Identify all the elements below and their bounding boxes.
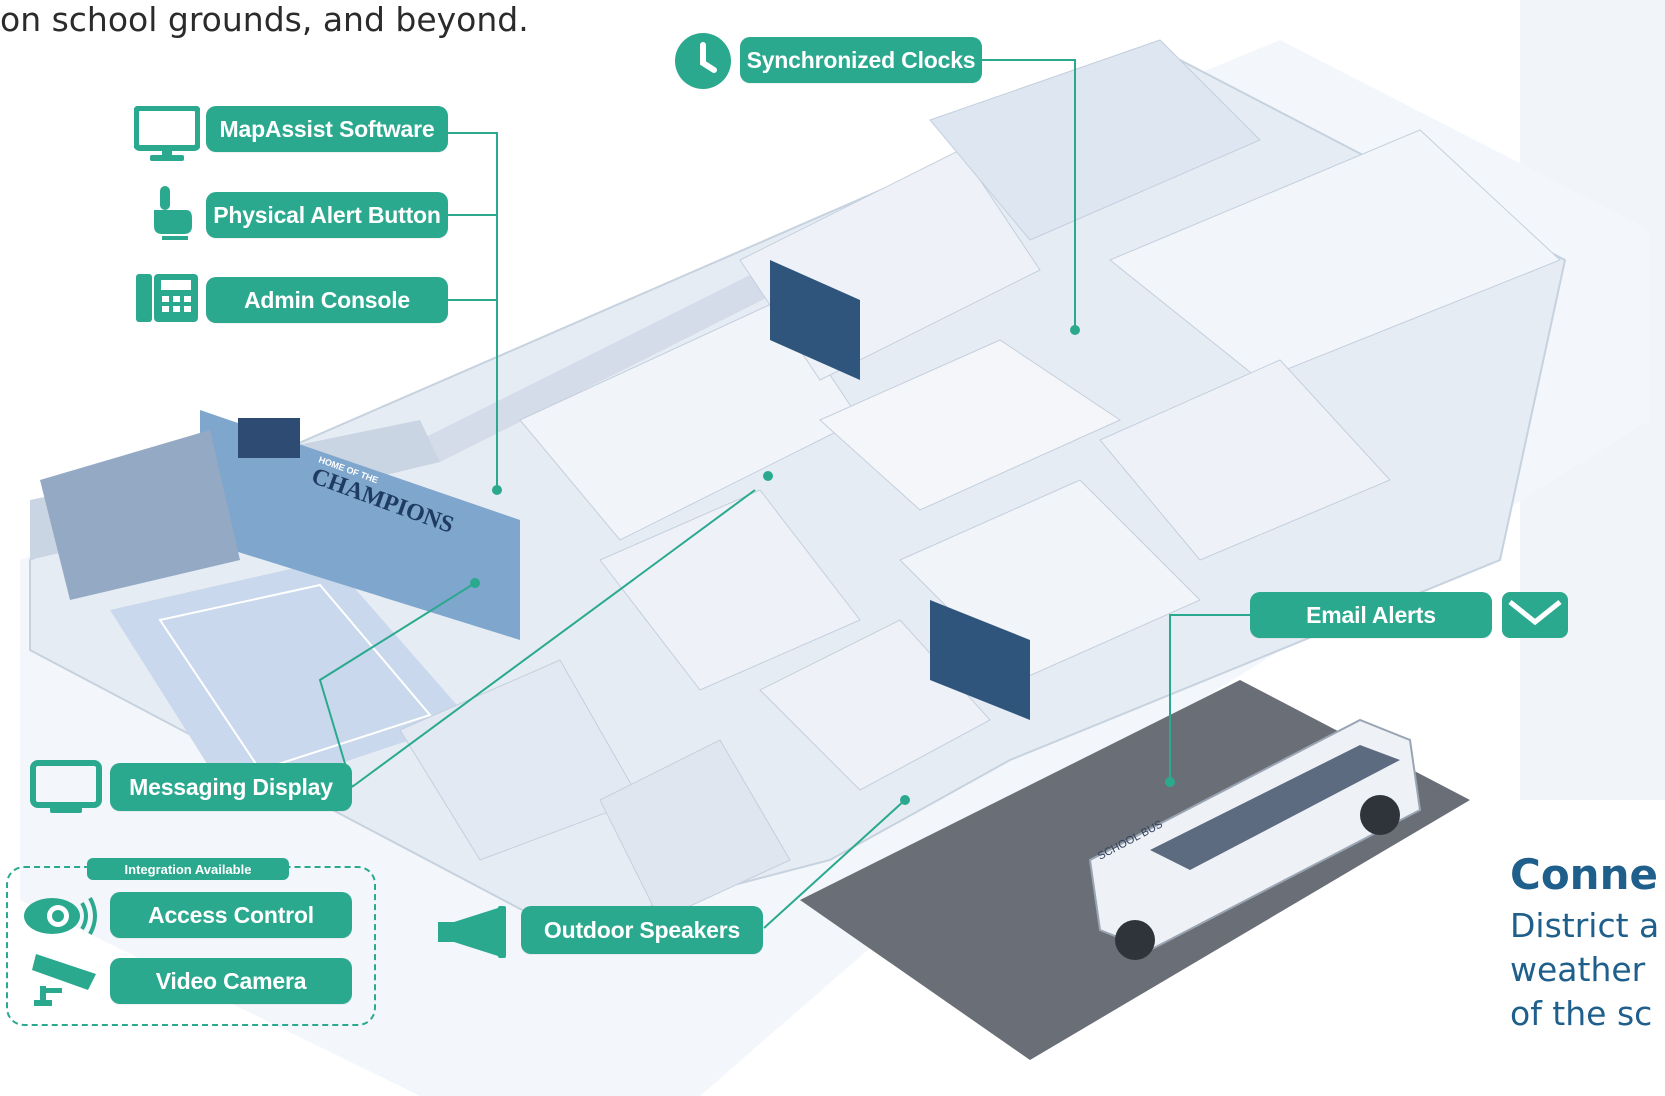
gym-court	[158, 583, 432, 772]
display-icon	[30, 760, 102, 813]
blue-wall-art	[930, 600, 1030, 720]
gym-floor	[110, 560, 470, 800]
security-camera-icon	[32, 954, 96, 1006]
connector-messaging-display-2	[351, 489, 756, 788]
cafeteria	[1109, 129, 1561, 381]
library	[929, 39, 1261, 241]
connector-dot-bus	[1165, 777, 1175, 787]
side-panel-line-1: District a	[1510, 906, 1660, 945]
restrooms	[819, 339, 1122, 511]
connector-dot-clocks	[1070, 325, 1080, 335]
clock-icon	[675, 33, 731, 89]
blue-wall-whiteboard	[770, 260, 860, 380]
pointing-hand-icon	[154, 186, 192, 240]
connector-dot-speakers	[900, 795, 910, 805]
physical-alert-button-label: Physical Alert Button	[206, 192, 448, 238]
messaging-display-label: Messaging Display	[110, 763, 352, 811]
side-panel-line-3: of the sc	[1510, 994, 1653, 1033]
eye-sensor-icon	[24, 897, 97, 935]
email-alerts-label: Email Alerts	[1250, 592, 1492, 638]
desk-phone-icon	[136, 274, 198, 322]
bus-wheel-rear	[1360, 795, 1400, 835]
megaphone-icon	[438, 906, 506, 958]
admin-console-label: Admin Console	[206, 277, 448, 323]
envelope-icon	[1502, 592, 1568, 638]
side-panel-title: Conne	[1510, 850, 1658, 899]
connector-clocks	[982, 59, 1076, 330]
gym-wall-blue	[200, 410, 520, 640]
school-bus-windows	[1150, 745, 1400, 870]
access-control-label: Access Control	[110, 892, 352, 938]
intro-text: on school grounds, and beyond.	[0, 0, 529, 39]
synchronized-clocks-label: Synchronized Clocks	[740, 37, 982, 83]
stairwell	[599, 739, 791, 921]
bleachers	[40, 430, 240, 600]
bus-wheel-front	[1115, 920, 1155, 960]
science-lab	[1099, 359, 1391, 561]
outdoor-speakers-label: Outdoor Speakers	[521, 906, 763, 954]
connector-email	[1169, 614, 1250, 782]
monitor-icon	[134, 106, 200, 161]
integration-available-label: Integration Available	[87, 858, 289, 880]
connector-left-group	[448, 132, 498, 490]
connector-messaging-display	[318, 582, 476, 788]
connector-dot-admin	[492, 485, 502, 495]
connector-speakers	[763, 799, 906, 929]
scoreboard	[238, 418, 300, 458]
mapassist-software-label: MapAssist Software	[206, 106, 448, 152]
connector-dot-display-1	[470, 578, 480, 588]
side-panel-line-2: weather	[1510, 950, 1646, 989]
connector-dot-display-2	[763, 471, 773, 481]
music-room	[599, 489, 861, 691]
video-camera-label: Video Camera	[110, 958, 352, 1004]
